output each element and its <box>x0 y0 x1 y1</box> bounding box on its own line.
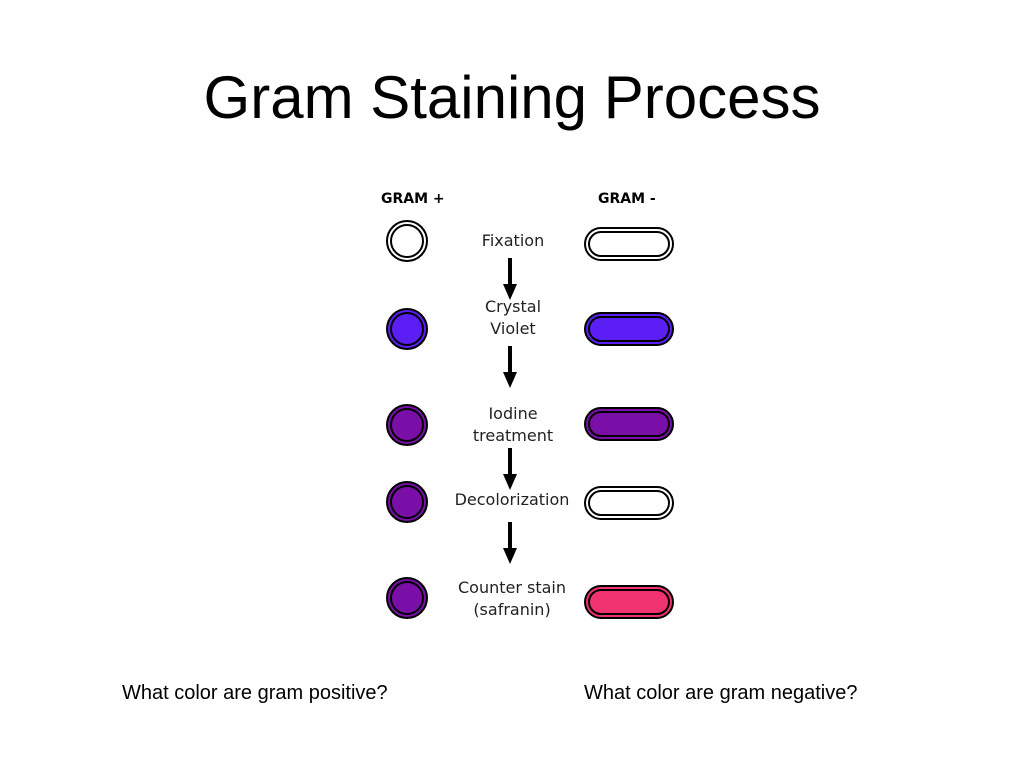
gram-positive-cell-decolorization <box>386 481 428 523</box>
step-label-fixation: Fixation <box>461 230 565 252</box>
arrow-icon <box>503 346 517 388</box>
step-label-line: Fixation <box>481 231 545 250</box>
gram-positive-cell-crystal-violet <box>386 308 428 350</box>
arrow-icon <box>503 258 517 300</box>
step-label-line: Counter stain <box>457 578 567 597</box>
gram-negative-cell-counter-stain <box>584 585 674 619</box>
step-label-crystal-violet: Crystal Violet <box>461 296 565 340</box>
gram-positive-cell-iodine <box>386 404 428 446</box>
step-label-line: Violet <box>490 319 536 338</box>
step-label-line: (safranin) <box>473 600 551 619</box>
arrow-icon <box>503 522 517 564</box>
gram-positive-cell-fixation <box>386 220 428 262</box>
gram-positive-cell-counter-stain <box>386 577 428 619</box>
gram-negative-cell-crystal-violet <box>584 312 674 346</box>
gram-negative-cell-iodine <box>584 407 674 441</box>
question-gram-negative: What color are gram negative? <box>584 682 858 704</box>
slide-title: Gram Staining Process <box>203 64 821 131</box>
step-label-line: Crystal <box>484 297 542 316</box>
step-label-line: treatment <box>472 426 554 445</box>
gram-negative-cell-fixation <box>584 227 674 261</box>
step-label-decolorization: Decolorization <box>446 489 578 511</box>
gram-negative-cell-decolorization <box>584 486 674 520</box>
step-label-iodine-treatment: Iodine treatment <box>457 403 569 447</box>
arrow-icon <box>503 448 517 490</box>
gram-positive-header: GRAM + <box>381 191 445 207</box>
step-label-counter-stain: Counter stain (safranin) <box>448 577 576 621</box>
question-gram-positive: What color are gram positive? <box>122 682 388 704</box>
step-label-line: Decolorization <box>454 490 570 509</box>
gram-negative-header: GRAM - <box>598 191 656 207</box>
step-label-line: Iodine <box>488 404 538 423</box>
